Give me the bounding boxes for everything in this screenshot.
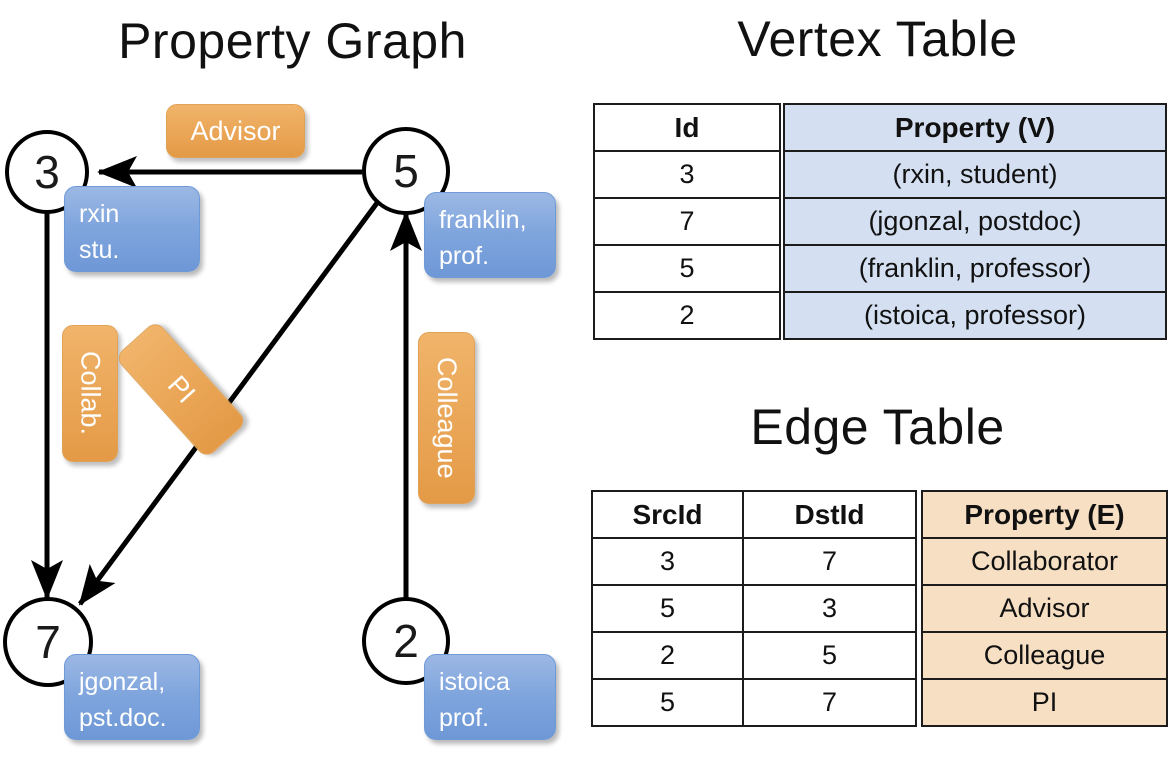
node-property-box-jgonzal[interactable]: jgonzal, pst.doc. <box>64 654 200 740</box>
table-row[interactable]: Colleague <box>921 631 1168 680</box>
table-row[interactable]: (jgonzal, postdoc) <box>783 197 1167 246</box>
node-property-franklin-line1: franklin, <box>439 206 527 234</box>
edge-table-cell-dstid: 5 <box>742 631 917 680</box>
vertex-table-cell-id: 5 <box>593 244 781 293</box>
edge-table-cell-property: Collaborator <box>921 537 1168 586</box>
node-property-istoica-line2: prof. <box>439 703 490 732</box>
table-row[interactable]: 2 <box>593 291 781 340</box>
edge-table-cell-property: Colleague <box>921 631 1168 680</box>
node-property-box-franklin[interactable]: franklin, prof. <box>424 192 556 278</box>
node-property-jgonzal-line1: jgonzal, <box>79 668 166 696</box>
graph-node-3[interactable]: 3 <box>5 130 89 214</box>
edge-table-id-columns: SrcId DstId 3 7 5 3 2 5 5 7 <box>591 490 917 727</box>
node-property-box-istoica[interactable]: istoica prof. <box>424 654 556 740</box>
vertex-table-cell-id: 7 <box>593 197 781 246</box>
edge-table-cell-property: Advisor <box>921 584 1168 633</box>
page-title-property-graph: Property Graph <box>118 13 467 69</box>
edge-table-cell-srcid: 5 <box>591 678 744 727</box>
property-graph-diagram: 3 5 7 2 rxin stu. franklin, prof. jgonza… <box>0 80 585 760</box>
table-row[interactable]: 5 3 <box>591 584 917 633</box>
graph-node-2-label: 2 <box>393 615 419 667</box>
node-property-jgonzal-line2: pst.doc. <box>79 703 167 732</box>
vertex-table-header-id: Id <box>593 103 781 152</box>
edge-table-cell-srcid: 2 <box>591 631 744 680</box>
edge-table-header-srcid: SrcId <box>591 490 744 539</box>
edge-table-header-property: Property (E) <box>921 490 1168 539</box>
edge-label-collab-text: Collab. <box>75 351 106 436</box>
edge-table-header-dstid: DstId <box>742 490 917 539</box>
graph-node-3-label: 3 <box>34 146 60 198</box>
vertex-table-id-column: Id 3 7 5 2 <box>593 103 781 340</box>
edge-label-advisor-text: Advisor <box>190 115 281 146</box>
table-header-row: Id <box>593 103 781 152</box>
vertex-table-cell-id: 3 <box>593 150 781 199</box>
edge-table-cell-dstid: 7 <box>742 537 917 586</box>
table-row[interactable]: Advisor <box>921 584 1168 633</box>
table-header-row: Property (E) <box>921 490 1168 539</box>
table-row[interactable]: (istoica, professor) <box>783 291 1167 340</box>
vertex-table-cell-id: 2 <box>593 291 781 340</box>
table-header-row: SrcId DstId <box>591 490 917 539</box>
edge-table-cell-srcid: 3 <box>591 537 744 586</box>
table-row[interactable]: (franklin, professor) <box>783 244 1167 293</box>
table-row[interactable]: Collaborator <box>921 537 1168 586</box>
edge-label-colleague-text: Colleague <box>432 357 462 479</box>
table-row[interactable]: 2 5 <box>591 631 917 680</box>
edge-table-cell-dstid: 7 <box>742 678 917 727</box>
edge-label-advisor[interactable]: Advisor <box>166 104 305 158</box>
edge-label-colleague[interactable]: Colleague <box>418 332 475 504</box>
node-property-rxin-line1: rxin <box>79 200 120 228</box>
vertex-table-cell-property: (jgonzal, postdoc) <box>783 197 1167 246</box>
node-property-box-rxin[interactable]: rxin stu. <box>64 186 200 272</box>
table-row[interactable]: 3 <box>593 150 781 199</box>
vertex-table-cell-property: (istoica, professor) <box>783 291 1167 340</box>
table-row[interactable]: 5 <box>593 244 781 293</box>
edge-label-collab[interactable]: Collab. <box>62 325 118 462</box>
edge-table-cell-srcid: 5 <box>591 584 744 633</box>
table-row[interactable]: 5 7 <box>591 678 917 727</box>
edge-label-pi-text: PI <box>161 369 202 409</box>
graph-node-5[interactable]: 5 <box>362 127 450 215</box>
table-row[interactable]: 3 7 <box>591 537 917 586</box>
table-row[interactable]: 7 <box>593 197 781 246</box>
table-header-row: Property (V) <box>783 103 1167 152</box>
table-row[interactable]: (rxin, student) <box>783 150 1167 199</box>
page-title-vertex-table: Vertex Table <box>737 11 1018 67</box>
vertex-table-cell-property: (rxin, student) <box>783 150 1167 199</box>
vertex-table-header-property: Property (V) <box>783 103 1167 152</box>
node-property-rxin-line2: stu. <box>79 235 120 264</box>
page-title-edge-table: Edge Table <box>750 399 1005 455</box>
node-property-franklin-line2: prof. <box>439 241 490 270</box>
edge-table-property-column: Property (E) Collaborator Advisor Collea… <box>921 490 1168 727</box>
graph-node-7-label: 7 <box>35 616 61 668</box>
vertex-table-property-column: Property (V) (rxin, student) (jgonzal, p… <box>783 103 1167 340</box>
node-property-istoica-line1: istoica <box>439 668 510 696</box>
table-row[interactable]: PI <box>921 678 1168 727</box>
graph-node-5-label: 5 <box>393 145 419 197</box>
edge-table-cell-dstid: 3 <box>742 584 917 633</box>
edge-table-cell-property: PI <box>921 678 1168 727</box>
vertex-table-cell-property: (franklin, professor) <box>783 244 1167 293</box>
